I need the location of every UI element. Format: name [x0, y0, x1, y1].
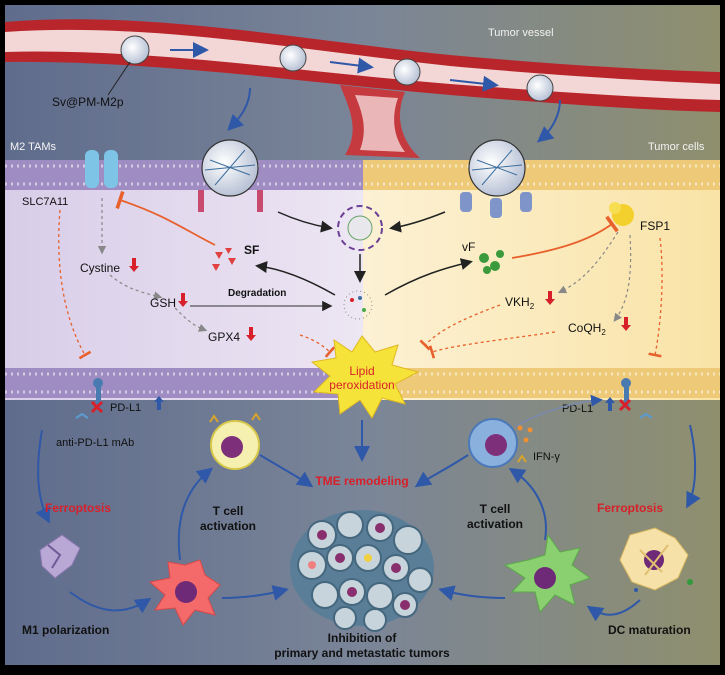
- m1-to-tumor-arrow: [221, 585, 289, 601]
- fsp1-to-lipid-dotted: [648, 237, 663, 358]
- cystine-label: Cystine: [80, 261, 120, 275]
- m2-tams-label: M2 TAMs: [10, 141, 57, 153]
- gpx4-down-arrow: [246, 327, 256, 341]
- slc7a11-label: SLC7A11: [22, 196, 68, 208]
- m1-to-tcell-arrow: [177, 467, 214, 561]
- pdl1-right-receptor-icon: [618, 378, 653, 419]
- degradation-label: Degradation: [228, 288, 286, 299]
- pdl1-left-receptor-icon: [75, 378, 104, 419]
- lipid-label-line2: peroxidation: [329, 378, 394, 392]
- tcell-activation-right-line2: activation: [467, 517, 523, 531]
- tumor-vessel-label: Tumor vessel: [488, 27, 554, 39]
- gsh-down-arrow: [178, 293, 188, 307]
- right-down-arrow: [686, 424, 701, 509]
- vf-drug-icon: [479, 250, 504, 274]
- coqh2-inhibits-lipid: [428, 331, 556, 359]
- tumor-mass-icon: [290, 510, 434, 632]
- endocytosed-nanoparticle-right: [460, 139, 532, 218]
- inhibition-label-line1: Inhibition of: [328, 631, 398, 645]
- fsp1-to-coqh2: [613, 234, 632, 322]
- left-down-arrow: [35, 429, 50, 524]
- lipid-label-line1: Lipid: [349, 364, 374, 378]
- lipid-peroxidation-burst: [310, 335, 420, 419]
- cystine-down-arrow: [129, 258, 139, 272]
- gpx4-label: GPX4: [208, 330, 240, 344]
- anti-pdl1-label: anti-PD-L1 mAb: [56, 437, 134, 449]
- tumor-cells-label: Tumor cells: [648, 141, 705, 153]
- disassembling-nanoparticle: [337, 205, 383, 320]
- ferroptosis-left-label: Ferroptosis: [45, 501, 111, 515]
- membrane-texture: [5, 164, 720, 394]
- vkh2-inhibits-lipid: [419, 304, 501, 351]
- ifn-gamma-label: IFN-γ: [533, 451, 560, 463]
- tcell-right-to-tme-arrow: [414, 454, 469, 488]
- pdl1-right-label: PD-L1: [562, 403, 593, 415]
- ferroptotic-macrophage-icon: [39, 534, 81, 579]
- m1-polarization-label: M1 polarization: [22, 623, 109, 637]
- slc7a11-to-lipid-dotted: [58, 209, 92, 360]
- vf-label: vF: [462, 240, 475, 254]
- fsp1-label: FSP1: [640, 219, 670, 233]
- sf-drug-icon: [212, 248, 236, 271]
- vf-release-arrow: [384, 258, 473, 296]
- ferroptotic-tumor-cell-icon: [619, 527, 693, 592]
- sf-release-arrow: [255, 261, 336, 296]
- coqh2-label: CoQH2: [568, 321, 606, 337]
- pdl1-right-up-arrow: [605, 397, 615, 411]
- uptake-arrow-left: [277, 211, 333, 233]
- vessel-nanoparticles: [107, 35, 561, 143]
- tumor-cell-region: [363, 160, 720, 400]
- ferroptosis-to-m1-arrow: [69, 591, 152, 614]
- endocytosed-nanoparticle-left: [198, 139, 263, 212]
- tcell-activation-left-line1: T cell: [213, 504, 244, 518]
- gpx4-inhibits-lipid: [299, 334, 336, 358]
- m1-macrophage-icon: [148, 559, 221, 626]
- vkh2-down-arrow: [545, 291, 555, 305]
- vf-inhibits-fsp1: [511, 215, 619, 259]
- fsp1-to-vkh2: [557, 231, 619, 294]
- cystine-to-gsh: [109, 274, 163, 300]
- vkh2-label: VKH2: [505, 295, 535, 311]
- inhibition-label-line2: primary and metastatic tumors: [274, 646, 450, 660]
- tcell-left-to-tme-arrow: [259, 454, 314, 488]
- coqh2-down-arrow: [621, 317, 631, 331]
- slc7a11-transporter-icon: [85, 150, 118, 188]
- nanoparticle-label: Sv@PM-M2p: [52, 95, 124, 109]
- sf-label: SF: [244, 243, 259, 257]
- tcell-activation-right-line1: T cell: [480, 502, 511, 516]
- ferroptosis-right-label: Ferroptosis: [597, 501, 663, 515]
- t-cell-right-icon: [468, 418, 533, 468]
- gsh-label: GSH: [150, 296, 176, 310]
- dc-to-tumor-arrow: [438, 585, 506, 601]
- ifn-to-pdl1-arrow: [515, 394, 603, 427]
- tcell-activation-left-line2: activation: [200, 519, 256, 533]
- macrophage-region: [5, 160, 363, 400]
- tme-remodeling-label: TME remodeling: [315, 474, 408, 488]
- dc-maturation-label: DC maturation: [608, 623, 691, 637]
- dendritic-cell-icon: [503, 533, 592, 614]
- pdl1-left-up-arrow: [154, 396, 164, 410]
- sf-inhibits-slc7a11: [115, 190, 216, 246]
- uptake-arrow-right: [389, 211, 446, 233]
- gsh-to-gpx4: [174, 307, 208, 332]
- ferroptosis-to-dc-arrow: [586, 599, 641, 622]
- pdl1-left-label: PD-L1: [110, 402, 141, 414]
- dc-to-tcell-arrow: [508, 467, 547, 541]
- t-cell-left-icon: [209, 412, 261, 470]
